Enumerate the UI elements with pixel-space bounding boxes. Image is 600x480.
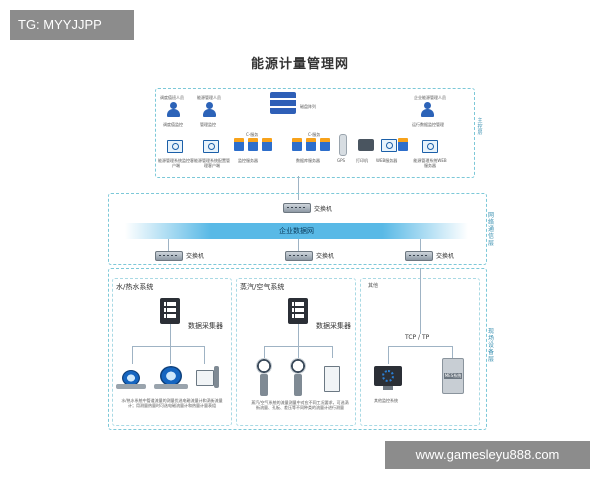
connector-line [264,346,265,358]
switch-1-label: 交换机 [186,253,205,260]
monitor-icon [422,140,438,153]
water-collector-label: 数据采集器 [188,322,223,330]
temperature-probe-icon [214,366,219,388]
server-group-2-label: C-服务 [308,132,321,137]
connector-line [388,346,389,364]
left-person-1-role: 调度值监控 [163,122,183,127]
network-layer-box [108,193,487,265]
vortex-flowmeter-icon [256,358,272,374]
mes-server-icon: MES系统 [442,358,464,394]
device-gps-label: GPS [337,158,346,163]
backbone-drop-line [420,239,421,251]
connector-line [204,346,205,364]
monitor-stand [383,386,393,390]
other-monitoring-label: 其他监控系统 [374,398,398,403]
client-2-label: 能源管理系统配置管理客户端 [194,158,230,168]
other-section-title: 其他 [368,283,379,289]
electromagnetic-flowmeter-icon [160,366,182,386]
server-icon [248,138,258,151]
steam-collector-label: 数据采集器 [316,322,351,330]
management-layer-label: 主控层 [477,118,483,136]
management-layer-box [155,88,475,178]
water-section-box [112,278,232,426]
switch-3-label: 交换机 [436,253,455,260]
watermark-bottom-right: www.gamesleyu888.com [385,441,590,469]
server-icon [262,138,272,151]
client-3-label: 能源管理系统WEB服务器 [413,158,447,168]
field-layer-box [108,268,487,430]
device-printer-label: 打印机 [356,158,368,163]
server-group-1-label: C-服务 [246,132,259,137]
electromagnetic-flowmeter-icon [122,370,140,386]
person-icon [166,102,180,118]
connector-line [298,324,299,346]
steam-section-box [236,278,356,426]
client-1-label: 能源管理系统监控客户端 [158,158,194,168]
top-switch-label: 交换机 [314,206,333,213]
protocol-label: TCP / TP [405,334,430,341]
steam-section-title: 蒸汽/空气系统 [240,283,285,291]
backbone-drop-line [298,239,299,251]
server-icon [234,138,244,151]
server-icon [306,138,316,151]
switch-icon [155,251,183,261]
connector-line [170,324,171,346]
left-person-2-role: 管理监控 [200,122,216,127]
switch-2-label: 交换机 [316,253,335,260]
uplink-line [298,176,299,200]
connector-line [132,346,204,347]
monitoring-monitor-icon [374,366,402,386]
disk-array-label: 磁盘阵列 [300,104,316,109]
switch-icon [283,203,311,213]
mes-label: MES系统 [444,373,462,379]
water-section-caption: 水/热水系统中管道流量的测量优选电磁流量计和涡街流量计；用测量热量时可选电磁流量… [121,398,223,408]
person-icon [202,102,216,118]
left-person-1-label: 调度值班人员 [160,95,184,100]
switch-icon [405,251,433,261]
pipe-segment [154,384,188,389]
right-person-label: 企业能源管理人员 [414,95,446,100]
left-person-2-label: 能源管理人员 [197,95,221,100]
water-section-title: 水/热水系统 [116,283,154,291]
network-layer-label: 网络通信层 [487,212,494,247]
connector-line [132,346,133,364]
watermark-top-left: TG: MYYJJPP [10,10,134,40]
disk-array-icon [270,92,296,114]
steam-section-caption: 蒸汽/空气系统的流量测量中对应不同工况要求，可选涡街流量、孔板、差压等不同种类的… [251,400,349,410]
pressure-gauge-icon [290,358,306,374]
device-web-label: WEB服务器 [376,158,398,163]
gps-icon [339,134,347,156]
right-person-role: 运行数据监控管理 [412,122,444,127]
enterprise-network-banner: 企业数据网 [125,223,468,239]
server-icon [292,138,302,151]
gear-icon [382,370,394,382]
diagram-title: 能源计量管理网 [250,57,349,72]
pipe-segment [116,384,146,389]
connector-line [388,346,452,347]
person-icon [420,102,434,118]
printer-icon [358,139,374,151]
connector-line [298,346,299,358]
data-collector-icon [160,298,180,324]
orifice-flowmeter-icon [294,374,302,396]
server-group-2-caption: 数据库服务器 [296,158,320,163]
field-layer-label: 现场设备层 [487,328,494,363]
connector-line [420,268,421,334]
vortex-body-icon [260,374,268,396]
rotameter-icon [324,366,340,392]
connector-line [332,346,333,358]
heat-meter-icon [196,370,214,386]
data-collector-icon [288,298,308,324]
connector-line [452,346,453,358]
server-group-1-caption: 监控服务器 [238,158,258,163]
monitor-icon [167,140,183,153]
monitor-icon [203,140,219,153]
switch-icon [285,251,313,261]
server-icon [398,138,408,151]
server-icon [320,138,330,151]
web-server-monitor-icon [381,139,397,152]
connector-line [170,346,171,364]
backbone-drop-line [168,239,169,251]
